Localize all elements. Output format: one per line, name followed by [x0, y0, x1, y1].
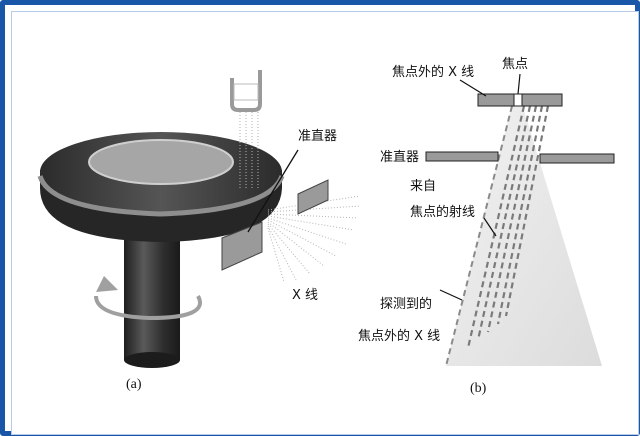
- fan-beam-dots: [267, 195, 361, 283]
- label-from-focus-2: 焦点的射线: [410, 204, 475, 220]
- collimator-plate-front: [221, 221, 263, 271]
- xray-fan-beam: [446, 104, 602, 366]
- gantry-disc: [37, 132, 285, 242]
- label-detected-2: 焦点外的 X 线: [358, 328, 440, 344]
- rotation-arrow: [94, 276, 202, 321]
- panel-a: 准直器 X 线 (a): [37, 70, 361, 392]
- xray-tube-icon: [230, 70, 262, 112]
- collimator-leader-line: [247, 149, 299, 233]
- anode-bar: [477, 93, 563, 107]
- collimator-bar-right: [539, 153, 615, 164]
- label-xray-a: X 线: [292, 288, 318, 303]
- tube-beam-dots: [239, 112, 259, 188]
- label-focal-spot: 焦点: [502, 57, 528, 72]
- label-offfocal-top: 焦点外的 X 线: [392, 64, 474, 80]
- gantry-shaft: [124, 236, 180, 368]
- label-collimator-a: 准直器: [298, 129, 337, 144]
- label-collimator-b: 准直器: [380, 150, 419, 165]
- panel-b: 焦点外的 X 线 焦点 准直器 来自 焦点的射线 探测到的 焦点外的 X 线 (…: [358, 57, 615, 396]
- leader-lines-b: [439, 73, 521, 301]
- collimator-bar-left: [425, 151, 499, 162]
- offfocal-edge-ray: [445, 105, 513, 367]
- label-detected-1: 探测到的: [380, 296, 432, 312]
- collimator-plate-back: [297, 179, 329, 215]
- caption-b: (b): [470, 381, 487, 396]
- caption-a: (a): [126, 377, 142, 392]
- offfocal-ray-lines: [466, 105, 550, 349]
- label-from-focus-1: 来自: [410, 179, 436, 194]
